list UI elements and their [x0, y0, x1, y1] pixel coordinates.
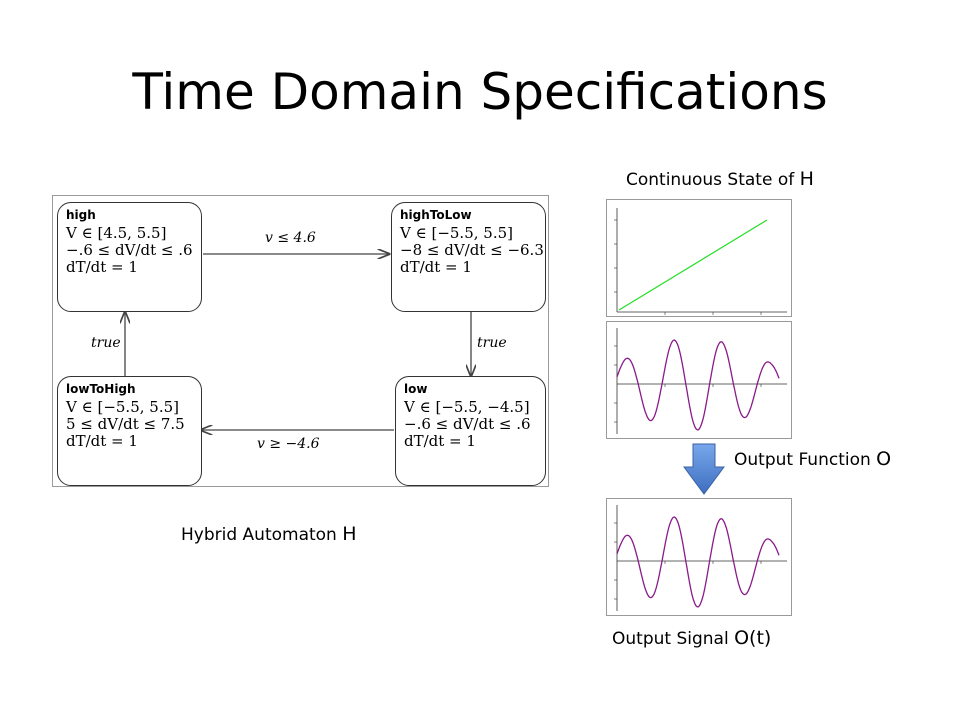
guard-high-to-highToLow: v ≤ 4.6	[265, 230, 316, 246]
state-flow-t: dT/dt = 1	[66, 432, 138, 450]
continuous-state-caption: Continuous State of H	[626, 168, 814, 190]
state-invariant: V ∈ [4.5, 5.5]	[66, 224, 167, 242]
state-flow-v: 5 ≤ dV/dt ≤ 7.5	[66, 415, 185, 433]
signal-plot-upper	[606, 321, 792, 439]
guard-lowToHigh-to-high: true	[91, 335, 121, 351]
state-invariant: V ∈ [−5.5, 5.5]	[400, 224, 513, 242]
continuous-state-svg	[614, 208, 787, 315]
guard-highToLow-to-low: true	[477, 335, 507, 351]
continuous-state-line	[618, 219, 768, 311]
state-flow-t: dT/dt = 1	[66, 258, 138, 276]
state-high: high V ∈ [4.5, 5.5] −.6 ≤ dV/dt ≤ .6 dT/…	[57, 202, 202, 312]
state-invariant: V ∈ [−5.5, −4.5]	[404, 398, 530, 416]
state-name: highToLow	[400, 208, 472, 222]
slide-title: Time Domain Specifications	[132, 63, 828, 121]
signal-curve-lower	[616, 516, 780, 608]
signal-plot-lower-svg	[614, 505, 787, 611]
output-function-caption: Output Function O	[734, 448, 892, 470]
guard-low-to-lowToHigh: v ≥ −4.6	[257, 436, 320, 452]
state-name: low	[404, 382, 428, 396]
transition-arrows	[53, 196, 550, 488]
state-flow-t: dT/dt = 1	[404, 432, 476, 450]
state-flow-v: −.6 ≤ dV/dt ≤ .6	[66, 241, 193, 259]
hybrid-automaton-diagram: high V ∈ [4.5, 5.5] −.6 ≤ dV/dt ≤ .6 dT/…	[52, 195, 549, 487]
signal-plot-upper-svg	[614, 328, 787, 434]
continuous-state-plot	[606, 199, 792, 317]
state-highToLow: highToLow V ∈ [−5.5, 5.5] −8 ≤ dV/dt ≤ −…	[391, 202, 546, 312]
state-name: lowToHigh	[66, 382, 136, 396]
signal-plot-lower	[606, 498, 792, 616]
down-arrow-icon	[683, 443, 725, 495]
state-name: high	[66, 208, 96, 222]
state-lowToHigh: lowToHigh V ∈ [−5.5, 5.5] 5 ≤ dV/dt ≤ 7.…	[57, 376, 202, 486]
state-invariant: V ∈ [−5.5, 5.5]	[66, 398, 179, 416]
output-signal-caption: Output Signal O(t)	[612, 627, 772, 649]
state-low: low V ∈ [−5.5, −4.5] −.6 ≤ dV/dt ≤ .6 dT…	[395, 376, 546, 486]
signal-curve-upper	[616, 339, 780, 431]
state-flow-t: dT/dt = 1	[400, 258, 472, 276]
hybrid-automaton-caption: Hybrid Automaton H	[181, 523, 357, 545]
state-flow-v: −.6 ≤ dV/dt ≤ .6	[404, 415, 531, 433]
state-flow-v: −8 ≤ dV/dt ≤ −6.3	[400, 241, 544, 259]
